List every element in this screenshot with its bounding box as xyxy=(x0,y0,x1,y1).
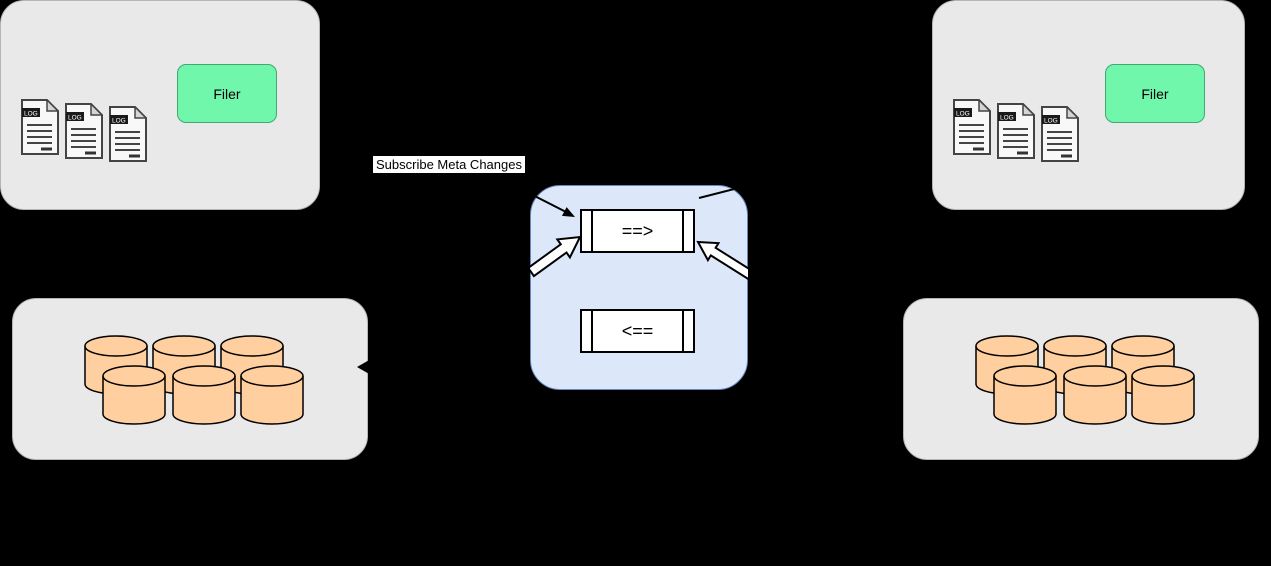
filer-group-right-panel: LOG LOG xyxy=(932,0,1245,210)
database-cylinder-icon xyxy=(993,365,1057,425)
database-cluster-right xyxy=(975,335,1195,425)
log-file-icon: LOG xyxy=(953,98,992,155)
log-badge-label: LOG xyxy=(956,111,970,118)
filer-node-right: Filer xyxy=(1105,64,1205,123)
outbound-queue-label: ==> xyxy=(621,220,654,241)
log-file-icon: LOG xyxy=(65,102,104,159)
filer-group-left-panel: LOG LOG xyxy=(0,0,320,210)
log-file-icon: LOG xyxy=(109,105,148,162)
log-badge-label: LOG xyxy=(1044,118,1058,125)
filer-label: Filer xyxy=(213,85,241,102)
database-cluster-left xyxy=(84,335,304,425)
database-cylinder-icon xyxy=(240,365,304,425)
inbound-queue-node: <== xyxy=(580,309,695,353)
filer-label: Filer xyxy=(1141,85,1169,102)
log-badge-label: LOG xyxy=(1000,115,1014,122)
queue-end-divider xyxy=(591,311,593,351)
queue-end-divider xyxy=(591,211,593,251)
replication-hub-panel: ==> <== xyxy=(530,185,748,390)
log-badge-label: LOG xyxy=(68,115,82,122)
inbound-queue-label: <== xyxy=(621,320,654,341)
log-file-icon: LOG xyxy=(1041,105,1080,162)
log-badge-label: LOG xyxy=(112,118,126,125)
log-badge-label: LOG xyxy=(24,111,38,118)
storage-cluster-right-panel xyxy=(903,298,1259,460)
queue-end-divider xyxy=(682,311,684,351)
storage-cluster-left-panel xyxy=(12,298,368,460)
queue-end-divider xyxy=(682,211,684,251)
database-cylinder-icon xyxy=(1063,365,1127,425)
database-cylinder-icon xyxy=(1131,365,1195,425)
filer-node-left: Filer xyxy=(177,64,277,123)
log-file-icon: LOG xyxy=(21,98,60,155)
log-file-icon: LOG xyxy=(997,102,1036,159)
outbound-queue-node: ==> xyxy=(580,209,695,253)
database-cylinder-icon xyxy=(172,365,236,425)
database-cylinder-icon xyxy=(102,365,166,425)
subscribe-meta-label: Subscribe Meta Changes xyxy=(373,156,525,173)
